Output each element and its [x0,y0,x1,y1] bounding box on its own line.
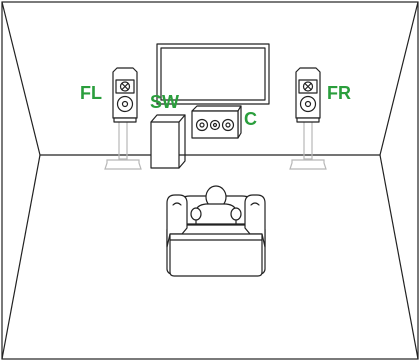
front-left-stand [105,121,141,169]
front-left-label: FL [80,84,102,102]
front-right-label: FR [327,84,351,102]
front-right-stand [290,121,326,169]
center-label: C [244,110,257,128]
front-left-speaker [113,68,137,122]
sofa-with-listener [167,186,265,276]
subwoofer [151,115,185,168]
front-right-speaker [296,68,320,122]
subwoofer-label: SW [150,93,179,111]
center-speaker [192,106,241,138]
